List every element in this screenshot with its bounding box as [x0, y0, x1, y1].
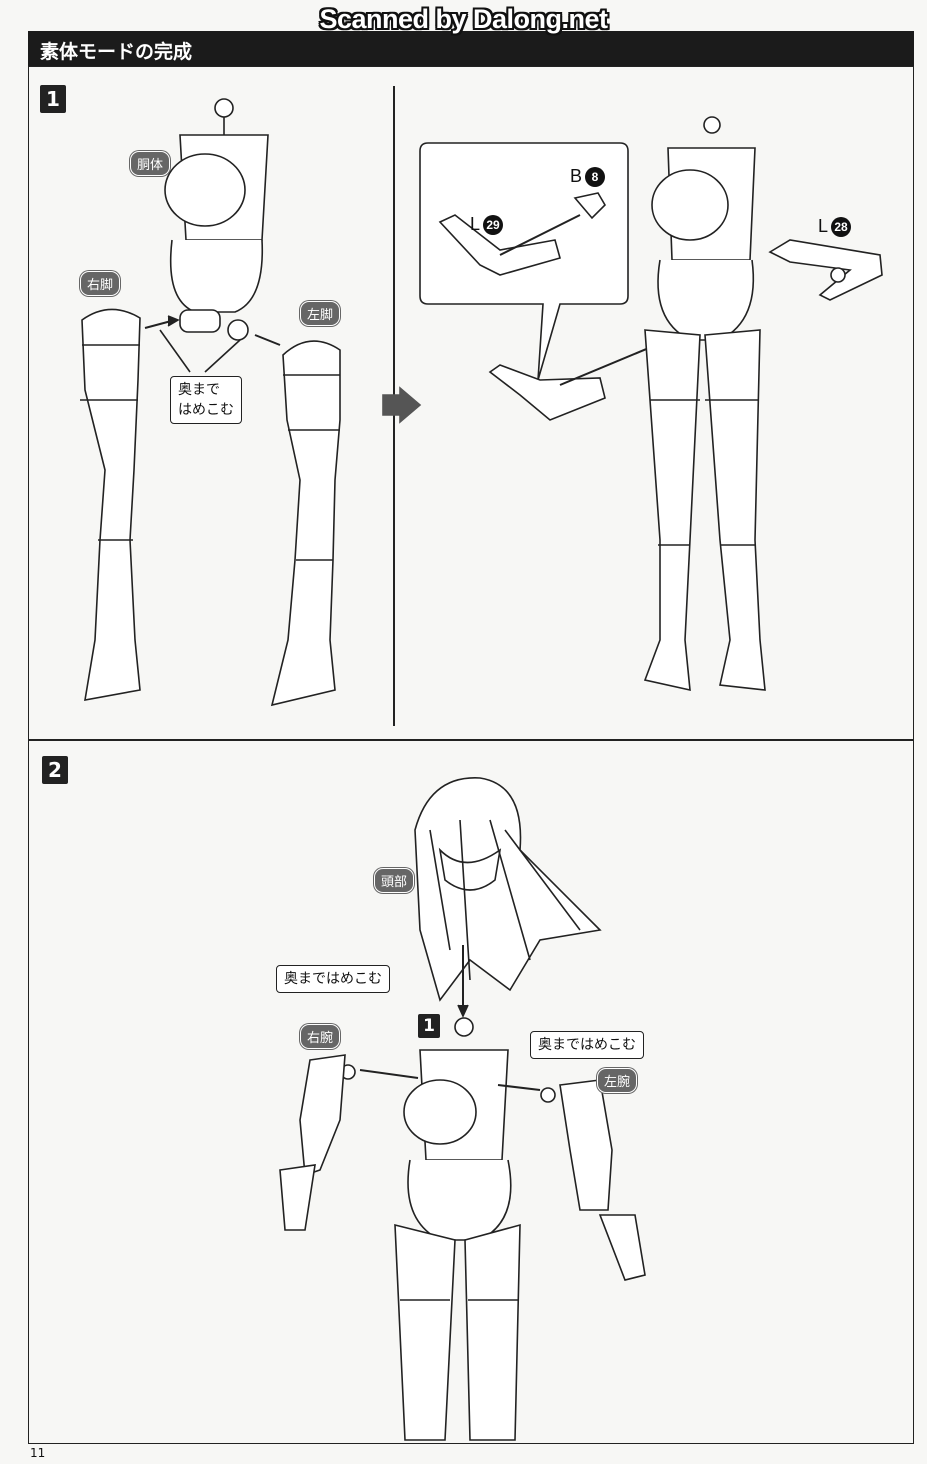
label-left-arm: 左腕: [597, 1068, 638, 1093]
left-arm-illustration: [497, 1079, 646, 1281]
callout-insert-fully: 奥まで はめこむ: [170, 376, 242, 424]
label-left-leg: 左脚: [300, 301, 341, 326]
runner-letter: L: [818, 216, 829, 236]
left-leg-illustration: [254, 334, 341, 707]
next-arrow-icon: [382, 386, 422, 424]
watermark: Scanned by Dalong.net: [319, 4, 608, 34]
callout-left-insert: 奥まではめこむ: [276, 965, 390, 993]
step1-number: 1: [40, 85, 66, 113]
callout-line-1: 奥まで: [178, 382, 220, 398]
callout-right-insert: 奥まではめこむ: [530, 1031, 644, 1059]
callout-line-2: はめこむ: [178, 402, 234, 418]
section-header: 素体モードの完成: [28, 31, 914, 66]
right-arm-illustration: [279, 1054, 419, 1231]
hip-part-l28-illustration: [768, 239, 883, 301]
hip-part-illustration: [488, 364, 606, 421]
part-number: 8: [585, 166, 606, 187]
head-illustration: [414, 777, 602, 1002]
step1-panel: [28, 66, 914, 741]
assembled-body-illustration: [643, 116, 766, 692]
assembled-figure-illustration: [394, 1017, 521, 1441]
step1-reference-badge: 1: [418, 1014, 440, 1038]
step2-number: 2: [42, 756, 68, 784]
label-head: 頭部: [374, 868, 415, 893]
label-right-arm: 右腕: [300, 1024, 341, 1049]
part-number: 28: [831, 216, 852, 237]
right-leg-illustration: [80, 308, 180, 701]
step2-panel: [28, 739, 914, 1444]
inset-detail-box: [419, 142, 629, 381]
label-right-leg: 右脚: [80, 271, 121, 296]
label-torso: 胴体: [130, 151, 171, 176]
section-title: 素体モードの完成: [40, 41, 193, 63]
part-number: 29: [483, 214, 504, 235]
runner-letter: B: [570, 166, 583, 186]
runner-letter: L: [470, 214, 481, 234]
torso-part-illustration: [164, 98, 269, 341]
page-number: 11: [30, 1446, 46, 1460]
